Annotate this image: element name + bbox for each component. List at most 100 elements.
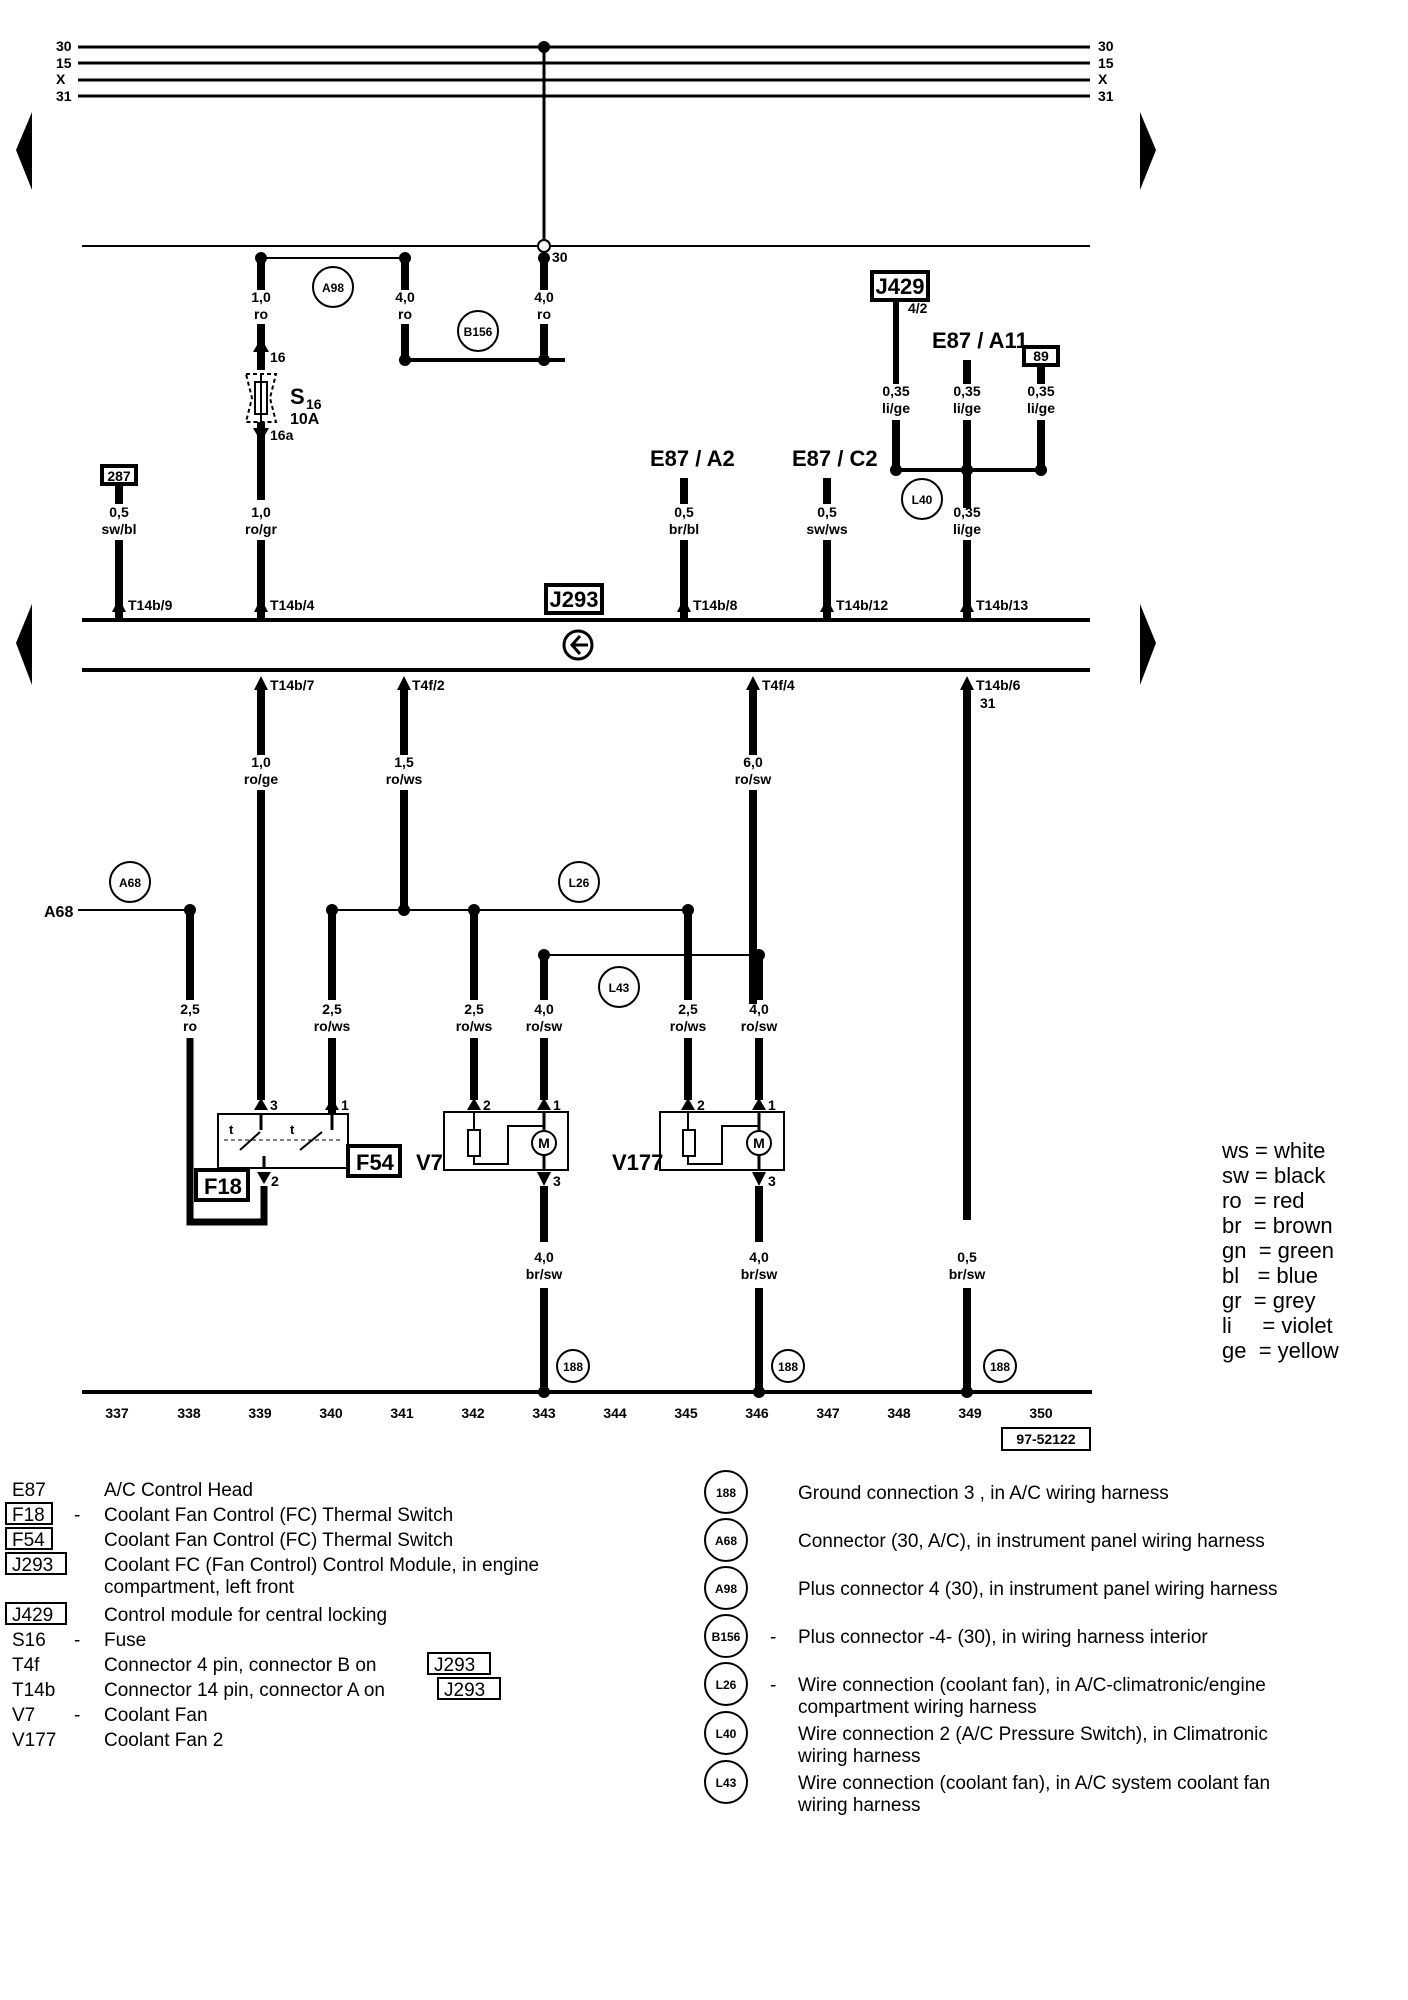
pin-t14b12: T14b/12 [836,597,888,613]
pin-t14b7: T14b/7 [270,677,315,693]
svg-text:346: 346 [745,1405,769,1421]
wire-size: 1,0 [251,289,271,305]
prev-page-arrow-icon-lower[interactable] [16,604,32,685]
connector-l26: L26 [558,861,600,903]
bus-label-30-right: 30 [1098,38,1114,54]
color-key-row: ro = red [1222,1188,1305,1213]
svg-text:L40: L40 [716,1727,737,1741]
wire-size: 0,35 [953,504,980,520]
svg-text:M: M [538,1135,550,1151]
svg-text:t: t [290,1122,295,1137]
color-key-row: bl = blue [1222,1263,1319,1288]
wire-color: ro [537,306,551,322]
svg-text:341: 341 [390,1405,414,1421]
svg-text:347: 347 [816,1405,840,1421]
wire-color: ro/ws [456,1018,493,1034]
svg-text:J429: J429 [12,1605,53,1626]
svg-text:wiring harness: wiring harness [797,1746,921,1767]
svg-text:Coolant Fan 2: Coolant Fan 2 [104,1730,223,1751]
connector-b156: B156 [457,310,499,352]
svg-text:343: 343 [532,1405,556,1421]
coolant-fan-v177: M [659,1111,785,1171]
v177-pin-2: 2 [697,1097,705,1113]
wire-size: 2,5 [464,1001,484,1017]
svg-text:287: 287 [107,468,131,484]
svg-text:B156: B156 [464,325,493,339]
j429-pin: 4/2 [908,300,928,316]
fuse-pin-16: 16 [270,349,286,365]
wire-color: ro [398,306,412,322]
svg-text:349: 349 [958,1405,982,1421]
svg-text:A68: A68 [119,876,141,890]
pin-t4f2: T4f/2 [412,677,445,693]
svg-text:-: - [74,1705,80,1726]
next-page-arrow-icon[interactable] [1140,112,1156,190]
wire-color: ro/sw [526,1018,563,1034]
v177-pin-1: 1 [768,1097,776,1113]
color-key-row: ge = yellow [1222,1338,1339,1363]
svg-text:S16: S16 [12,1630,46,1651]
wire-size: 0,5 [957,1249,977,1265]
a68-wire-label: A68 [44,904,73,921]
svg-text:Ground connection 3 , in A/C: Ground connection 3 , in A/C wiring harn… [798,1483,1169,1504]
wire-size: 2,5 [678,1001,698,1017]
junction-30-open [537,239,551,253]
svg-text:L26: L26 [716,1678,737,1692]
v7-pin-1: 1 [553,1097,561,1113]
prev-page-arrow-icon[interactable] [16,112,32,190]
wire-color: li/ge [953,521,981,537]
svg-text:337: 337 [105,1405,129,1421]
bus-label-15-left: 15 [56,55,72,71]
junction-30-label: 30 [552,249,568,265]
connector-l43: L43 [598,966,640,1008]
track-numbers: 337 338 339 340 341 342 343 344 345 346 … [105,1405,1053,1421]
wire-size: 1,0 [251,754,271,770]
svg-text:89: 89 [1033,348,1049,364]
svg-text:E87: E87 [12,1480,46,1501]
wire-color-key: ws = white sw = black ro = red br = brow… [1222,1138,1339,1363]
wire-size: 0,35 [1027,383,1054,399]
f18-pin-2: 2 [271,1173,279,1189]
svg-text:M: M [753,1135,765,1151]
fuse-s16-sub: 16 [306,396,322,412]
pin-t14b6: T14b/6 [976,677,1021,693]
wire-size: 4,0 [749,1001,769,1017]
coolant-fan-v7: M [443,1111,569,1171]
wire-size: 1,0 [251,504,271,520]
svg-text:compartment, left front: compartment, left front [104,1577,295,1598]
svg-text:L43: L43 [716,1776,737,1790]
wire-color: br/sw [949,1266,986,1282]
next-page-arrow-icon-lower[interactable] [1140,604,1156,685]
wire-size: 4,0 [534,289,554,305]
svg-text:340: 340 [319,1405,343,1421]
module-j429: J429 [870,270,930,302]
wire-color: ro [254,306,268,322]
svg-text:345: 345 [674,1405,698,1421]
svg-text:Plus connector -4- (30), in wi: Plus connector -4- (30), in wiring harne… [798,1627,1208,1648]
f18-label-box: F18 [194,1168,250,1202]
ground-188-b: 188 [771,1349,805,1383]
v7-pin-2: 2 [483,1097,491,1113]
bus-label-31-right: 31 [1098,88,1114,104]
v7-pin-3: 3 [553,1173,561,1189]
svg-text:344: 344 [603,1405,627,1421]
svg-text:-: - [770,1627,776,1648]
svg-text:L40: L40 [912,493,933,507]
wire-color: sw/bl [101,521,136,537]
svg-text:F18: F18 [12,1505,45,1526]
wire-size: 1,5 [394,754,414,770]
svg-text:L26: L26 [569,876,590,890]
fuse-pin-16a: 16a [270,427,294,443]
fuse-rating: 10A [290,411,320,428]
svg-text:compartment wiring harness: compartment wiring harness [798,1697,1037,1718]
pin-t14b13: T14b/13 [976,597,1028,613]
wire-color: ro/ge [244,771,278,787]
svg-text:F18: F18 [204,1174,242,1199]
wire-size: 2,5 [322,1001,342,1017]
connector-a68: A68 [109,861,151,903]
wire-size: 0,35 [882,383,909,399]
v177-label: V177 [612,1150,663,1175]
fuse-s16 [244,373,278,423]
svg-text:Wire connection 2 (A/C Press: Wire connection 2 (A/C Pressure Switch),… [798,1724,1268,1745]
